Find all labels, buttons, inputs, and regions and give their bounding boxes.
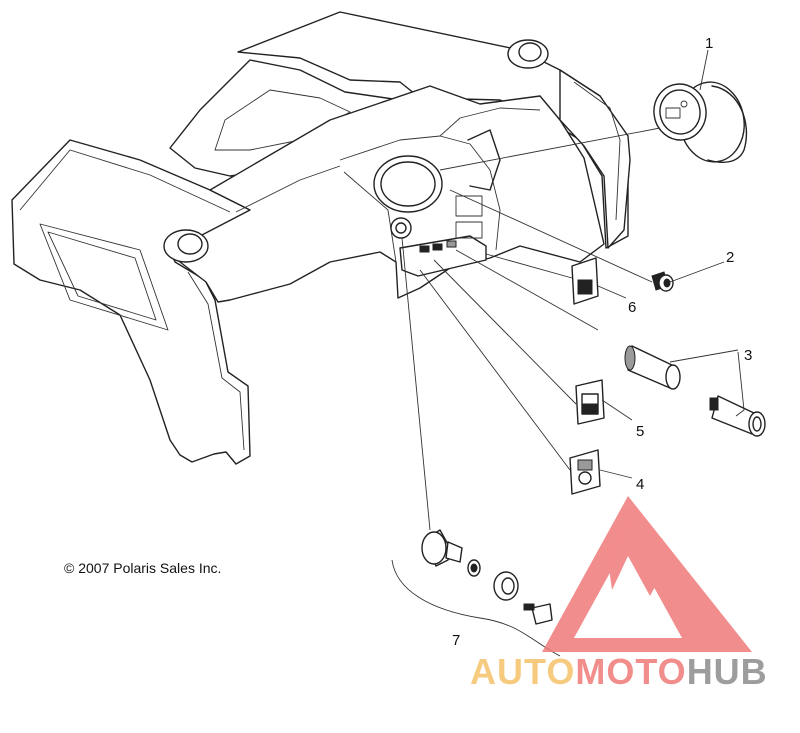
leader-lines: [391, 49, 745, 657]
dash-body-panel: [11, 11, 631, 465]
callout-6: 6: [628, 299, 636, 316]
svg-text:AUTOMOTOHUB: AUTOMOTOHUB: [470, 651, 768, 692]
automotohub-watermark-logo: AUTOMOTOHUB: [470, 496, 768, 692]
part-1-speedometer[interactable]: [650, 78, 749, 166]
left-vent-icon: [163, 229, 209, 263]
watermark-text-moto: MOTO: [575, 651, 686, 692]
copyright-notice: © 2007 Polaris Sales Inc.: [64, 560, 221, 576]
right-vent-icon: [507, 39, 549, 69]
part-7-ignition-switch[interactable]: [421, 529, 553, 625]
part-5-rocker-switch[interactable]: [575, 379, 605, 425]
part-2-indicator-light[interactable]: [651, 271, 674, 292]
watermark-text-auto: AUTO: [470, 651, 575, 692]
part-3-power-outlet[interactable]: [624, 345, 766, 437]
callout-3: 3: [744, 347, 752, 364]
callout-labels: 1 2 3 4 5 6 7: [452, 35, 752, 649]
watermark-text-hub: HUB: [687, 651, 768, 692]
part-4-switch[interactable]: [569, 449, 601, 495]
callout-2: 2: [726, 249, 734, 266]
callout-7: 7: [452, 632, 460, 649]
part-6-switch[interactable]: [571, 257, 599, 305]
watermark-m-icon: [608, 520, 700, 620]
callout-4: 4: [636, 476, 644, 493]
callout-1: 1: [705, 35, 713, 52]
callout-5: 5: [636, 423, 644, 440]
